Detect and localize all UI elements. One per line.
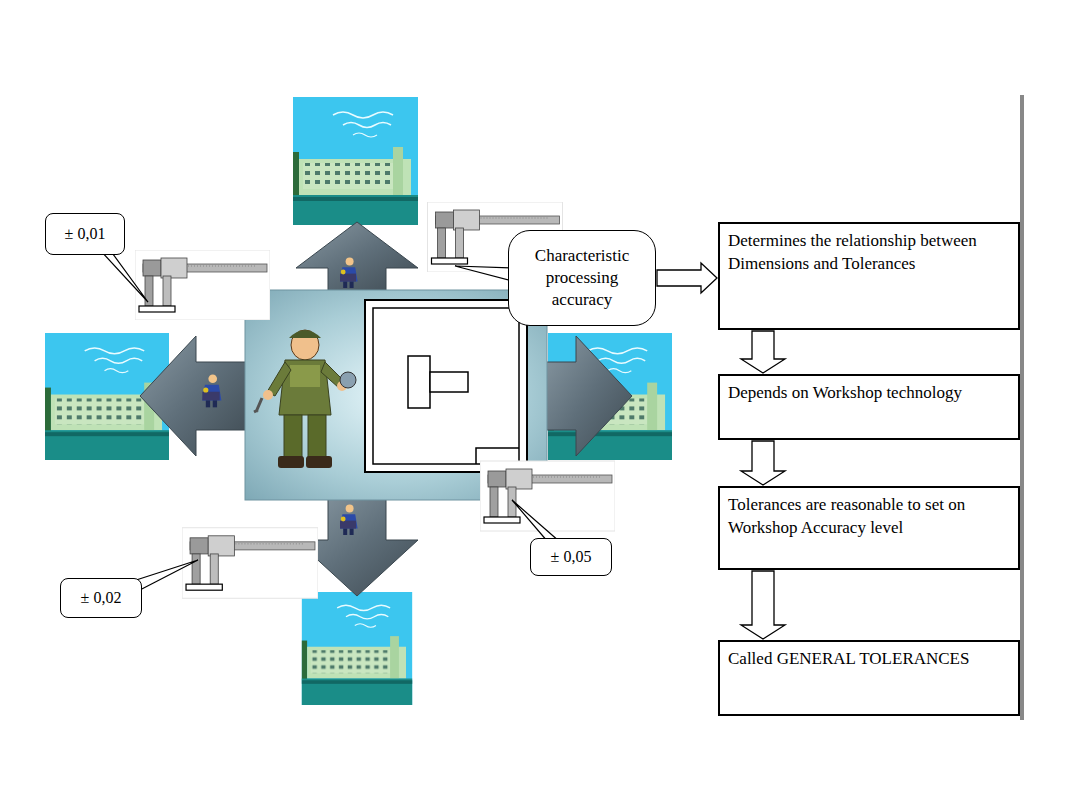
box-text: Depends on Workshop technology [728,382,1010,405]
arrow-shape [741,571,785,639]
arrow-shape [741,331,785,373]
callout-text: ± 0,01 [65,224,106,243]
hollow-arrow [741,571,785,639]
hollow-arrow [741,441,785,485]
arrow-shape [657,263,717,293]
callout-tail [100,250,560,592]
part-drawing [365,300,527,472]
process-box: Depends on Workshop technology [718,374,1020,440]
process-box: Called GENERAL TOLERANCES [718,640,1020,716]
tolerance-callout: ± 0,01 [45,213,125,255]
box-text: Tolerances are reasonable to set on Work… [728,494,1010,540]
process-box: Determines the relationship between Dime… [718,222,1020,330]
small-worker [202,374,221,407]
callout-text: ± 0,05 [551,547,592,566]
hollow-arrow [741,331,785,373]
arrow-shape [741,441,785,485]
factory-top [293,97,418,225]
caliper [135,250,270,320]
tolerance-callout: ± 0,02 [60,578,142,618]
caliper [182,528,318,599]
callout-text: ± 0,02 [81,588,122,607]
box-text: Determines the relationship between Dime… [728,230,1010,276]
speech-bubble: Characteristic processing accuracy [508,230,656,326]
small-worker [340,505,358,535]
tolerance-callout: ± 0,05 [530,538,612,576]
process-box: Tolerances are reasonable to set on Work… [718,486,1020,570]
divider-line [1020,95,1024,720]
small-worker [340,258,358,288]
worker-figure [254,330,356,468]
factory-bottom [302,592,412,705]
box-text: Called GENERAL TOLERANCES [728,648,1010,671]
callout-text: Characteristic processing accuracy [517,245,647,311]
caliper [480,461,615,531]
hollow-arrow [657,263,717,293]
